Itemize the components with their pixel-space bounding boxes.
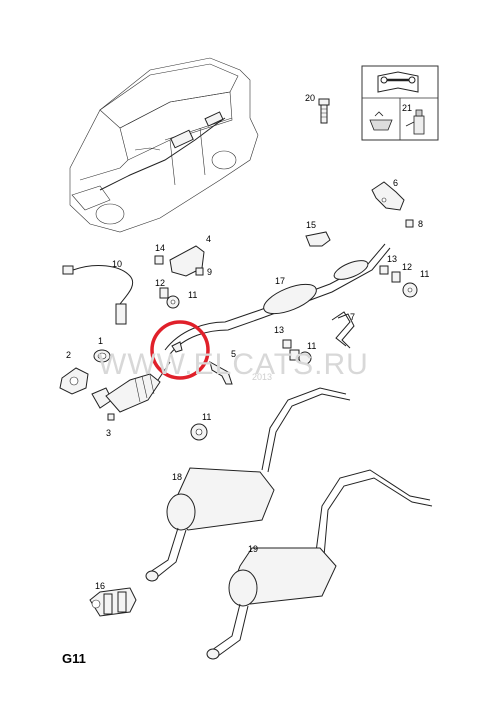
- washer-12-mid: [289, 349, 300, 361]
- rubber-mount-11b: [402, 282, 418, 298]
- oil-tray-icon: [369, 111, 393, 131]
- rubber-mount-11a: [166, 295, 180, 309]
- rubber-mount-11d: [190, 423, 208, 441]
- flange-gasket-2: [59, 367, 89, 395]
- nut-3: [107, 413, 115, 421]
- info-box: 21: [361, 65, 439, 141]
- intermediate-pipe-17: [164, 243, 391, 355]
- callout-1: 1: [98, 336, 103, 346]
- callout-7: 7: [350, 312, 355, 322]
- callout-14: 14: [155, 243, 165, 253]
- nut-8: [405, 219, 414, 228]
- callout-16: 16: [95, 581, 105, 591]
- callout-11d: 11: [202, 412, 211, 422]
- callout-19: 19: [248, 544, 258, 554]
- rear-muffler-18: [145, 387, 351, 582]
- heat-shield-5: [209, 361, 233, 385]
- bolt-14: [154, 255, 164, 265]
- callout-18: 18: [172, 472, 182, 482]
- callout-6: 6: [393, 178, 398, 188]
- callout-4: 4: [206, 234, 211, 244]
- bolt-13-right: [379, 265, 389, 275]
- gasket-1: [93, 349, 111, 363]
- vehicle-illustration: [69, 57, 259, 233]
- callout-11a: 11: [188, 290, 197, 300]
- callout-5: 5: [231, 349, 236, 359]
- callout-13-mid: 13: [274, 325, 284, 335]
- callout-2: 2: [66, 350, 71, 360]
- bolt-13-mid: [282, 339, 292, 349]
- bracket-6: [371, 181, 405, 211]
- callout-20: 20: [305, 93, 315, 103]
- clamp-15: [305, 231, 331, 247]
- callout-8: 8: [418, 219, 423, 229]
- callout-13-right: 13: [387, 254, 397, 264]
- watermark: WWW.ELCATS.RU: [98, 348, 369, 381]
- highlight-circle: [150, 320, 210, 380]
- callout-11b: 11: [420, 269, 429, 279]
- callout-12-left: 12: [155, 278, 165, 288]
- callout-12-right: 12: [402, 262, 412, 272]
- callout-15: 15: [306, 220, 316, 230]
- manual-wrench-icon: [377, 71, 419, 93]
- hanger-7: [331, 311, 355, 349]
- bolt-9: [195, 267, 204, 276]
- bolt-20: [318, 98, 330, 124]
- callout-21: 21: [402, 103, 412, 113]
- callout-17: 17: [275, 276, 285, 286]
- oxygen-sensor-10: [62, 264, 134, 325]
- sealant-tube-icon: [405, 109, 425, 135]
- washer-12-right: [391, 271, 401, 283]
- callout-3: 3: [106, 428, 111, 438]
- callout-10: 10: [112, 259, 122, 269]
- catalytic-converter: [91, 361, 171, 413]
- rear-muffler-19: [206, 469, 433, 660]
- rubber-mount-11c: [298, 351, 312, 365]
- callout-11c: 11: [307, 341, 316, 351]
- page-code: G11: [62, 651, 86, 666]
- washer-12-left: [159, 287, 169, 299]
- watermark-date: 2013: [252, 372, 272, 382]
- callout-9: 9: [207, 267, 212, 277]
- pipe-connector-16: [89, 587, 137, 617]
